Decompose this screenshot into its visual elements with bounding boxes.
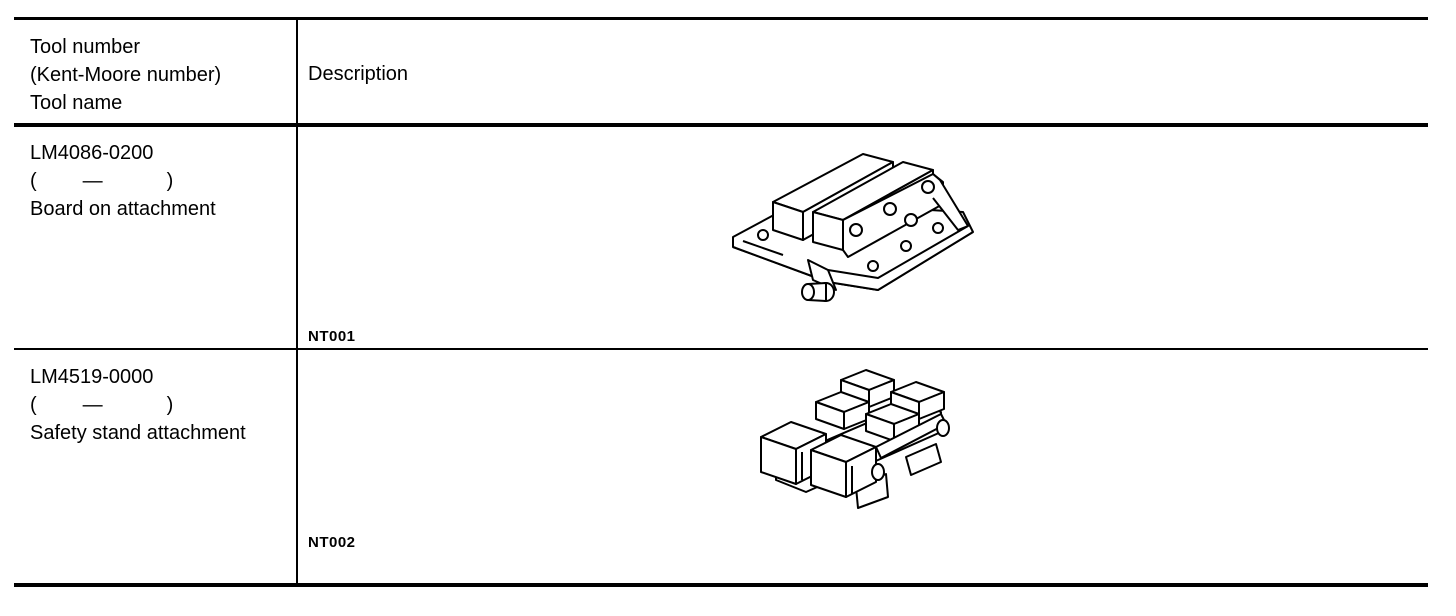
row-divider-rule xyxy=(14,348,1428,350)
header-bottom-rule xyxy=(14,123,1428,127)
header-tool-name-label: Tool name xyxy=(30,92,123,114)
row-2-kent-moore-value: — xyxy=(82,394,103,416)
table-row-2-tool-info: LM4519-0000 (—) Safety stand attachment xyxy=(30,363,246,447)
row-1-tool-name: Board on attachment xyxy=(30,198,216,220)
header-tool-number-label: Tool number xyxy=(30,36,141,58)
row-1-tool-number: LM4086-0200 xyxy=(30,142,154,164)
header-kent-moore-label: (Kent-Moore number) xyxy=(30,64,222,86)
row-1-kent-moore: (—) xyxy=(30,170,174,192)
column-divider xyxy=(296,20,298,585)
row-2-figure-code: NT002 xyxy=(308,534,356,551)
table-row-1-tool-info: LM4086-0200 (—) Board on attachment xyxy=(30,139,216,223)
table-top-rule xyxy=(14,17,1428,20)
row-1-kent-moore-value: — xyxy=(82,170,103,192)
safety-stand-attachment-illustration xyxy=(756,362,961,512)
row-2-tool-number: LM4519-0000 xyxy=(30,366,154,388)
table-bottom-rule xyxy=(14,583,1428,587)
row-2-kent-moore: (—) xyxy=(30,394,174,416)
header-tool-column: Tool number (Kent-Moore number) Tool nam… xyxy=(30,33,221,117)
row-1-figure-code: NT001 xyxy=(308,328,356,345)
board-on-attachment-illustration xyxy=(728,142,978,307)
header-description-label: Description xyxy=(308,63,409,85)
row-2-tool-name: Safety stand attachment xyxy=(30,422,246,444)
